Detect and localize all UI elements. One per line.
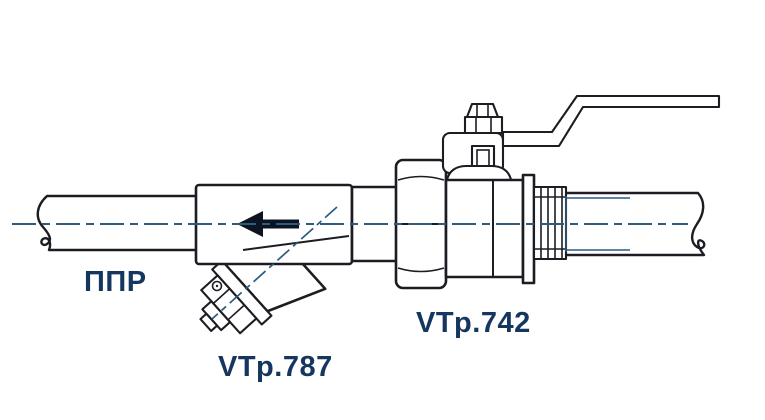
drain-plug-tip bbox=[199, 312, 219, 333]
stem-cap-lines bbox=[476, 105, 489, 116]
pipe-break-symbol-left bbox=[36, 194, 52, 252]
label-valve-model: VTp.742 bbox=[416, 307, 531, 339]
valve-body bbox=[444, 178, 525, 279]
stem-nut-facets bbox=[475, 117, 492, 133]
right-pipe bbox=[565, 191, 706, 257]
stem-dome bbox=[445, 164, 513, 182]
pipe-break-symbol-right bbox=[690, 191, 706, 257]
label-pipe-material: ППР bbox=[84, 266, 147, 298]
hex-cap-facet-lines bbox=[212, 288, 245, 321]
valve-lever-handle bbox=[501, 94, 721, 148]
stem-cap bbox=[465, 102, 500, 119]
union-nut-chamfer-lines bbox=[397, 175, 445, 273]
cap-screw-icon bbox=[211, 280, 223, 292]
valve-end-flange bbox=[521, 173, 536, 285]
branch-axis-centerline bbox=[211, 206, 338, 320]
ball-valve bbox=[441, 94, 721, 285]
centerlines bbox=[12, 206, 688, 320]
stem-hex-nut bbox=[463, 115, 504, 135]
thread-crest-lines bbox=[534, 196, 566, 250]
cap-screw-center bbox=[215, 284, 219, 288]
hidden-thread-engagement-lines bbox=[565, 196, 630, 252]
label-strainer-model: VTp.787 bbox=[218, 351, 333, 383]
